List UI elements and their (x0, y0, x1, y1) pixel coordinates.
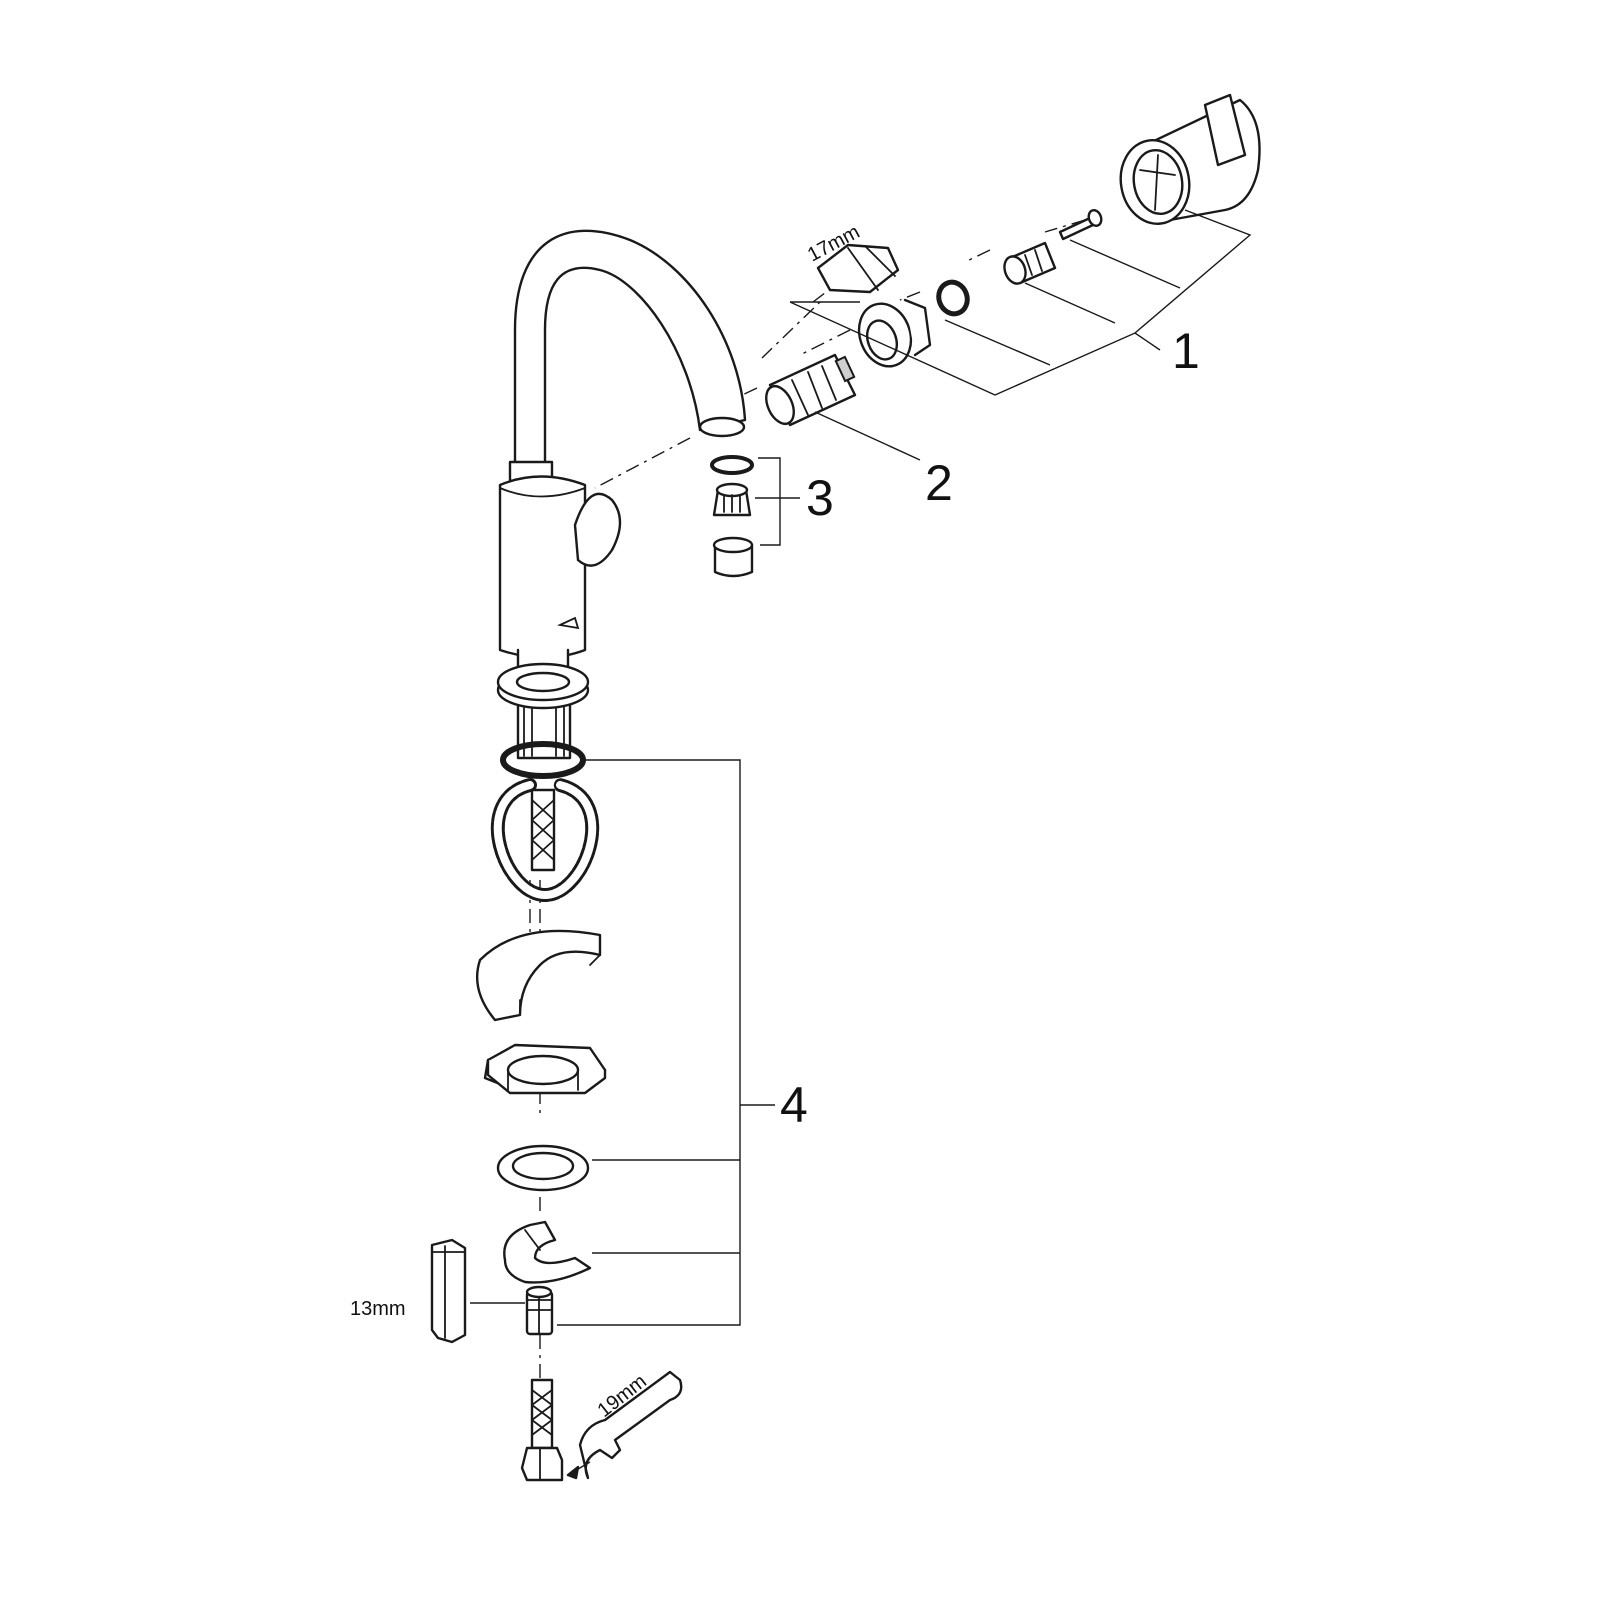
handle-seal-ring (936, 279, 970, 317)
aerator-set (710, 455, 800, 578)
callout-1: 1 (1172, 323, 1200, 379)
mounting-shank (496, 662, 590, 779)
callout-4: 4 (780, 1077, 808, 1133)
hex-socket-17mm (790, 243, 900, 303)
o-ring (500, 741, 586, 779)
aerator-gasket (710, 455, 754, 475)
callout-2: 2 (925, 455, 953, 511)
valve-cartridge (765, 353, 921, 461)
callout-3: 3 (806, 470, 834, 526)
main-body (498, 475, 587, 659)
handle-set (789, 93, 1261, 396)
supply-hose (520, 1378, 564, 1482)
retaining-clip (503, 1220, 592, 1284)
spout-outlet (698, 416, 746, 438)
handle-adapter (1003, 241, 1057, 285)
hex-socket-13mm (430, 1238, 525, 1344)
horseshoe-spacer (476, 929, 602, 1022)
fixing-kit (476, 929, 607, 1336)
lever-handle (573, 492, 622, 567)
aerator-housing (713, 543, 754, 578)
spout (513, 229, 747, 472)
tool-label-13mm: 13mm (350, 1298, 406, 1320)
faucet-body (498, 229, 747, 670)
hose-nut (520, 1446, 564, 1482)
wrench-19mm (566, 1370, 683, 1480)
handle-screw (1058, 209, 1103, 241)
callout-4-bracket (557, 759, 775, 1326)
handle-cap (1119, 93, 1261, 225)
pullout-hose (490, 778, 600, 902)
logo-mark (556, 616, 580, 630)
